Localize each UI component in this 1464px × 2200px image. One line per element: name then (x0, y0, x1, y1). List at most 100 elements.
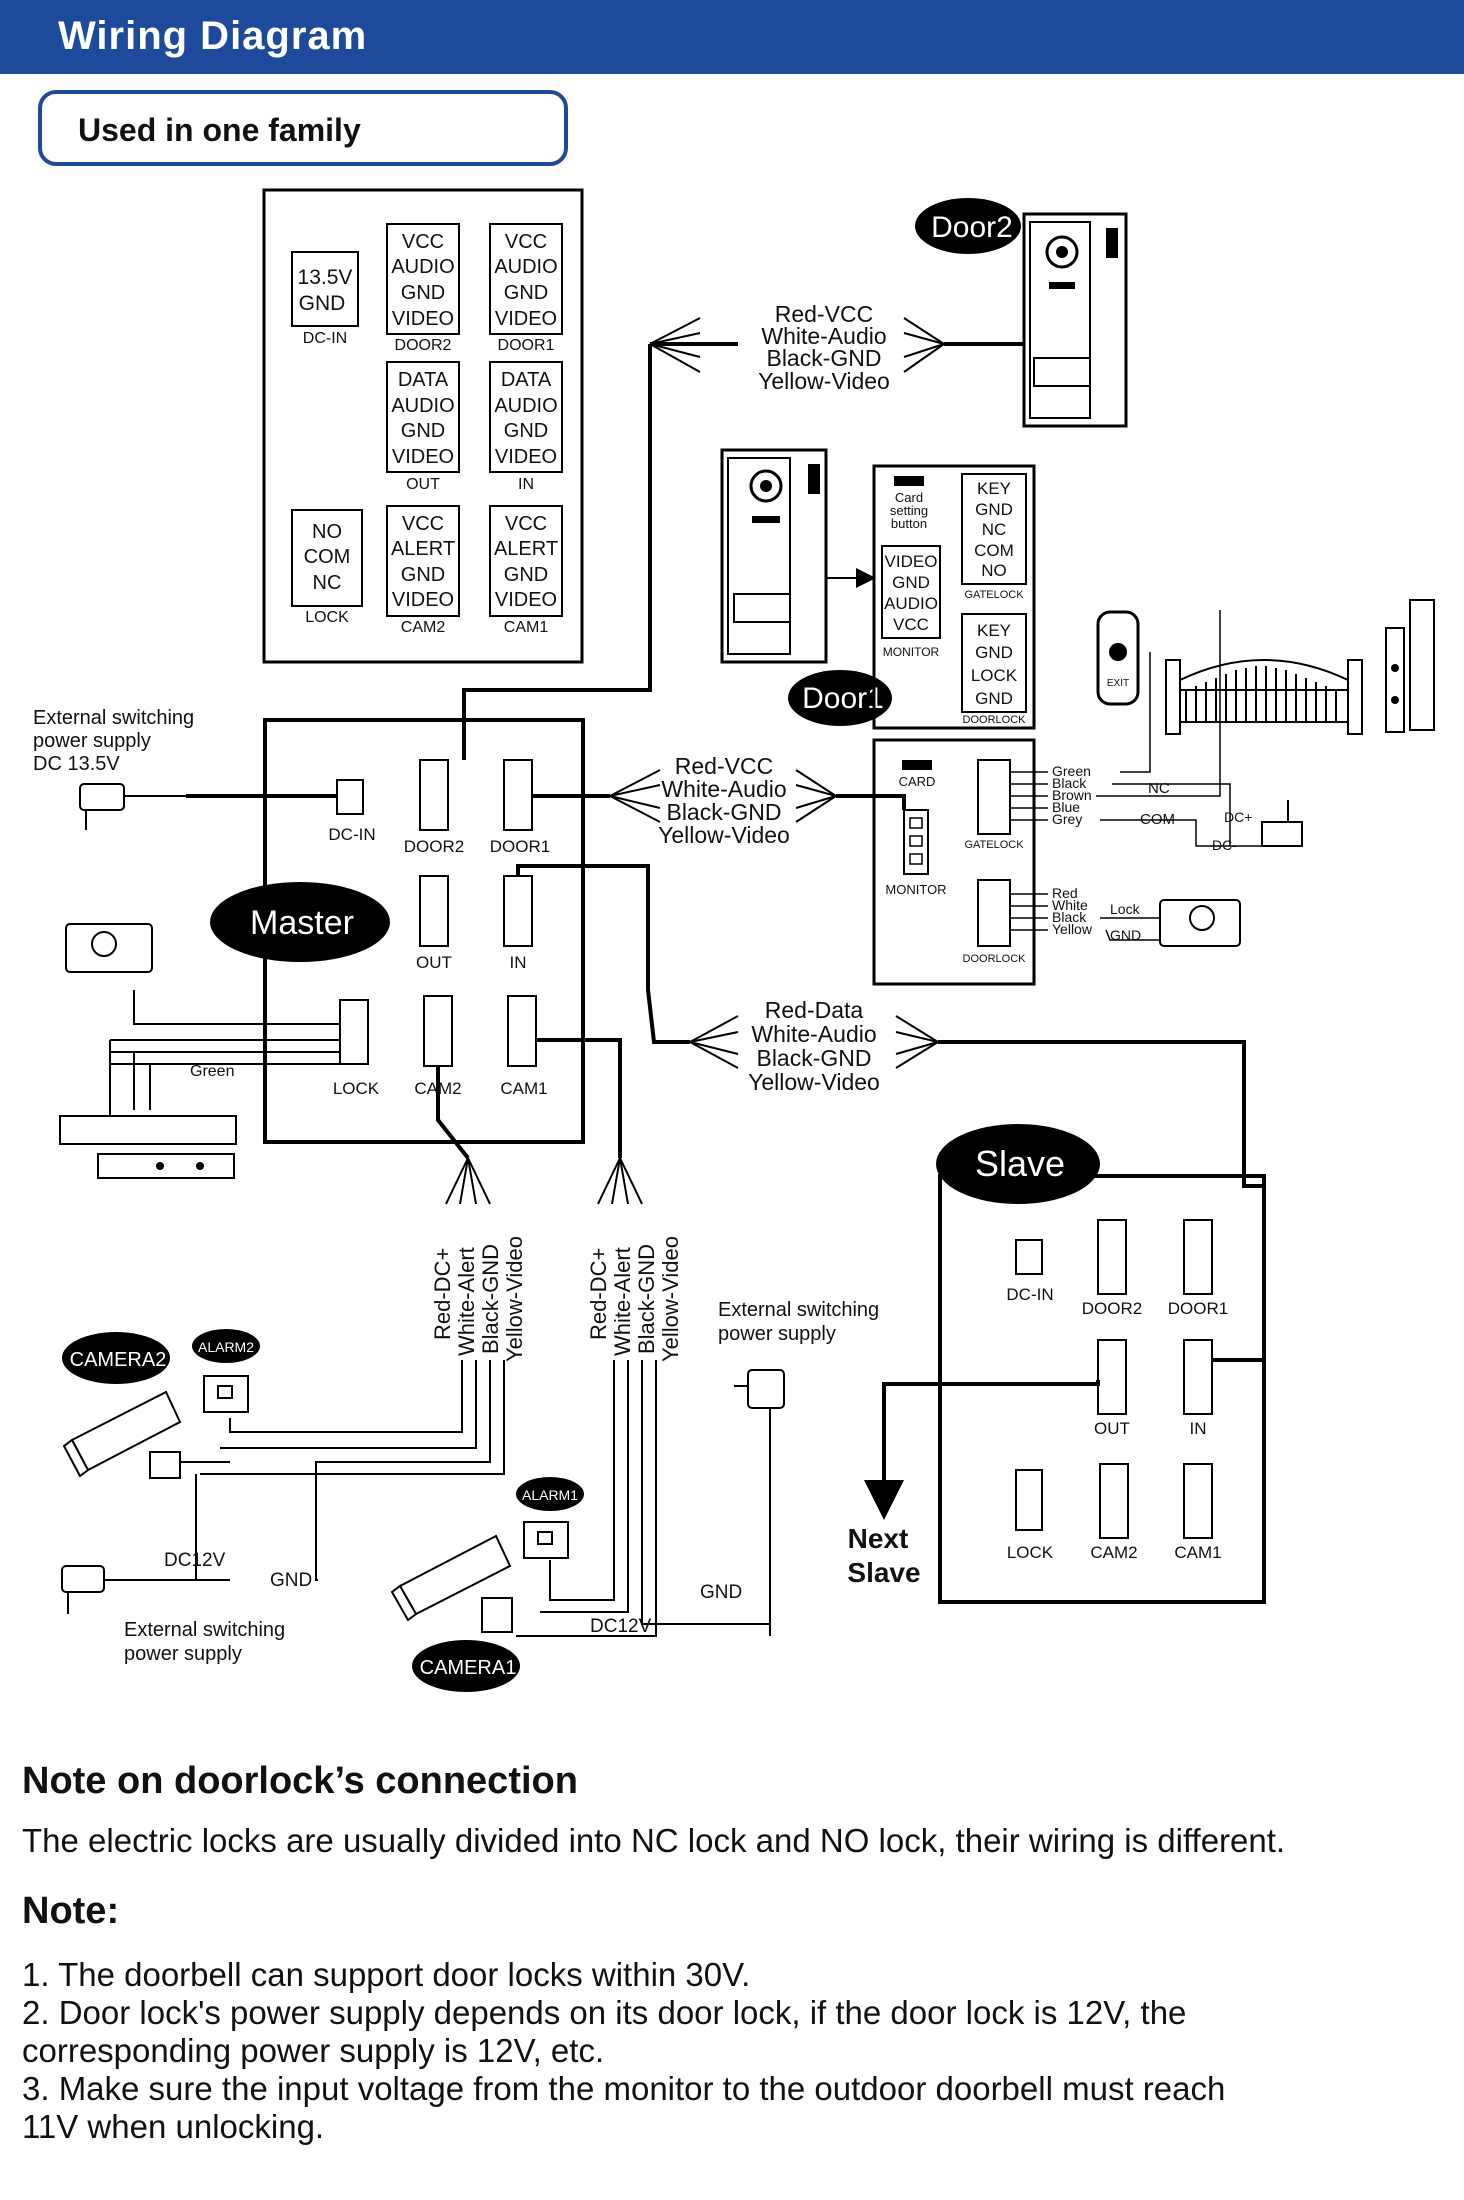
door2-wire-yellow: Yellow-Video (758, 368, 890, 394)
gate-pin-3: NC (982, 520, 1007, 539)
gate-com-label: COM (1140, 811, 1175, 828)
door1-label: Door1 (802, 682, 884, 715)
gate-pin-1: KEY (977, 479, 1011, 498)
slave-port-lock: LOCK (1007, 1543, 1054, 1562)
legend-cam1-l3: GND (504, 564, 548, 586)
legend-door1-l1: VCC (505, 231, 547, 253)
dcplus-label: DC+ (1224, 809, 1252, 825)
mon-pin-3: AUDIO (884, 594, 938, 613)
card-button-l2: setting (890, 503, 928, 518)
dc-adapter-mid-icon (734, 1369, 785, 1424)
cam2-wire-yellow: Yellow-Video (502, 1236, 527, 1362)
legend-cam2-caption: CAM2 (401, 619, 446, 636)
unit-doorlock-label: DOORLOCK (963, 953, 1027, 965)
slave-wire-labels: Red-Data White-Audio Black-GND Yellow-Vi… (748, 997, 880, 1095)
gnd-left-label: GND (270, 1570, 312, 1591)
camera1-icon (390, 1534, 513, 1633)
legend-out-caption: OUT (406, 476, 440, 493)
note-item-2: 2. Door lock's power supply depends on i… (22, 1994, 1187, 2031)
note-heading-doorlock: Note on doorlock’s connection (22, 1760, 578, 1802)
cam2-wire-labels: Red-DC+ White-Alert Black-GND Yellow-Vid… (430, 1236, 527, 1362)
legend-cam2-l2: ALERT (391, 538, 455, 560)
legend-door1-caption: DOOR1 (498, 337, 555, 354)
card-button-l1: Card (895, 490, 923, 505)
master-port-cam1: CAM1 (500, 1079, 547, 1098)
page-title: Wiring Diagram (58, 14, 368, 58)
magnetic-lock-icon (1385, 599, 1435, 733)
legend-cam2-l1: VCC (402, 513, 444, 535)
legend-dcin-caption: DC-IN (303, 330, 347, 347)
legend-in-l1: DATA (501, 369, 552, 391)
gate-wire-brown: Brown (1052, 787, 1092, 803)
master-port-in: IN (510, 953, 527, 972)
unit-card-label: CARD (899, 774, 936, 789)
door-wire-red: Red (1052, 885, 1078, 901)
gate-pin-5: NO (981, 561, 1007, 580)
cam2-wire-white: White-Alert (454, 1247, 479, 1356)
wiring-diagram: 13.5V GND DC-IN VCC AUDIO GND VIDEO DOOR… (33, 188, 1435, 1692)
legend-cam2-l3: GND (401, 564, 445, 586)
doorlock-pin-2: GND (975, 643, 1013, 662)
electric-lock-icon (1159, 899, 1241, 947)
note-text-doorlock: The electric locks are usually divided i… (22, 1822, 1286, 1859)
next-slave-l2: Slave (847, 1557, 920, 1588)
door2-wires (462, 317, 1024, 760)
slave-wire-red: Red-Data (765, 997, 864, 1023)
gate-pin-2: GND (975, 500, 1013, 519)
slave-port-out: OUT (1094, 1419, 1130, 1438)
cam1-wire-white: White-Alert (610, 1247, 635, 1356)
cam2-wire-black: Black-GND (478, 1244, 503, 1354)
master-wiring (109, 769, 1246, 1176)
alarm2-icon (203, 1375, 249, 1413)
legend-out-l2: AUDIO (391, 395, 454, 417)
door1-wire-white: White-Audio (661, 776, 786, 802)
cam2-wire-red: Red-DC+ (430, 1248, 455, 1340)
alarm1-label: ALARM1 (522, 1487, 578, 1503)
gate-wire-black: Black (1052, 775, 1087, 791)
slave-wire-yellow: Yellow-Video (748, 1069, 880, 1095)
exit-label: EXIT (1107, 678, 1129, 689)
cam-wire-bundles (200, 1157, 771, 1637)
camera2-label: CAMERA2 (70, 1349, 167, 1371)
legend-dcin-line2: GND (299, 292, 346, 315)
legend-lock-l2: COM (304, 546, 351, 568)
doorlock-gnd-label: GND (1110, 927, 1141, 943)
slave-port-cam1: CAM1 (1174, 1543, 1221, 1562)
gate-nc-label: NC (1148, 780, 1170, 797)
door2-wire-red: Red-VCC (775, 301, 873, 327)
door1-pin-panel: Card setting button VIDEO GND AUDIO VCC … (872, 464, 1036, 730)
slave-unit: Slave DC-IN DOOR2 DOOR1 OUT IN LOCK CAM2… (847, 1124, 1266, 1604)
gnd-mid-label: GND (700, 1582, 742, 1603)
supply-left-l2: power supply (124, 1643, 242, 1665)
legend-door1-l4: VIDEO (495, 308, 557, 330)
gate-wire-green: Green (1052, 763, 1091, 779)
power-plug-icon (1261, 800, 1303, 847)
alarm1-icon (523, 1521, 569, 1559)
doorlock-lock-label: Lock (1110, 901, 1141, 917)
legend-cam1-l1: VCC (505, 513, 547, 535)
mon-caption: MONITOR (883, 645, 940, 659)
door1-unit-connectors: CARD MONITOR GATELOCK DOORLOCK Green Bla… (872, 599, 1435, 986)
door2-wire-white: White-Audio (761, 323, 886, 349)
legend-door1-l3: GND (504, 282, 548, 304)
legend-in-l3: GND (504, 420, 548, 442)
power-adapter-icon (79, 783, 186, 830)
camera1-group: ALARM1 CAMERA1 GND DC12V External switch… (390, 1299, 879, 1692)
legend-cam1-l2: ALERT (494, 538, 558, 560)
dcminus-label: DC- (1212, 837, 1237, 853)
dc-adapter-left-icon (61, 1474, 230, 1614)
slave-label: Slave (975, 1143, 1065, 1184)
door-wire-white: White (1052, 897, 1088, 913)
unit-monitor-label: MONITOR (885, 882, 946, 897)
scenario-badge: Used in one family (38, 90, 568, 166)
supply-top-l3: DC 13.5V (33, 753, 120, 775)
lock-green-label: Green (190, 1063, 234, 1080)
cam1-wire-black: Black-GND (634, 1244, 659, 1354)
legend-cam1-caption: CAM1 (504, 619, 549, 636)
door-wire-black: Black (1052, 909, 1087, 925)
legend-door2-l4: VIDEO (392, 308, 454, 330)
supply-left-l1: External switching (124, 1619, 285, 1641)
master-port-door2: DOOR2 (404, 837, 464, 856)
gate-caption: GATELOCK (964, 589, 1024, 601)
legend-cam2-l4: VIDEO (392, 589, 454, 611)
